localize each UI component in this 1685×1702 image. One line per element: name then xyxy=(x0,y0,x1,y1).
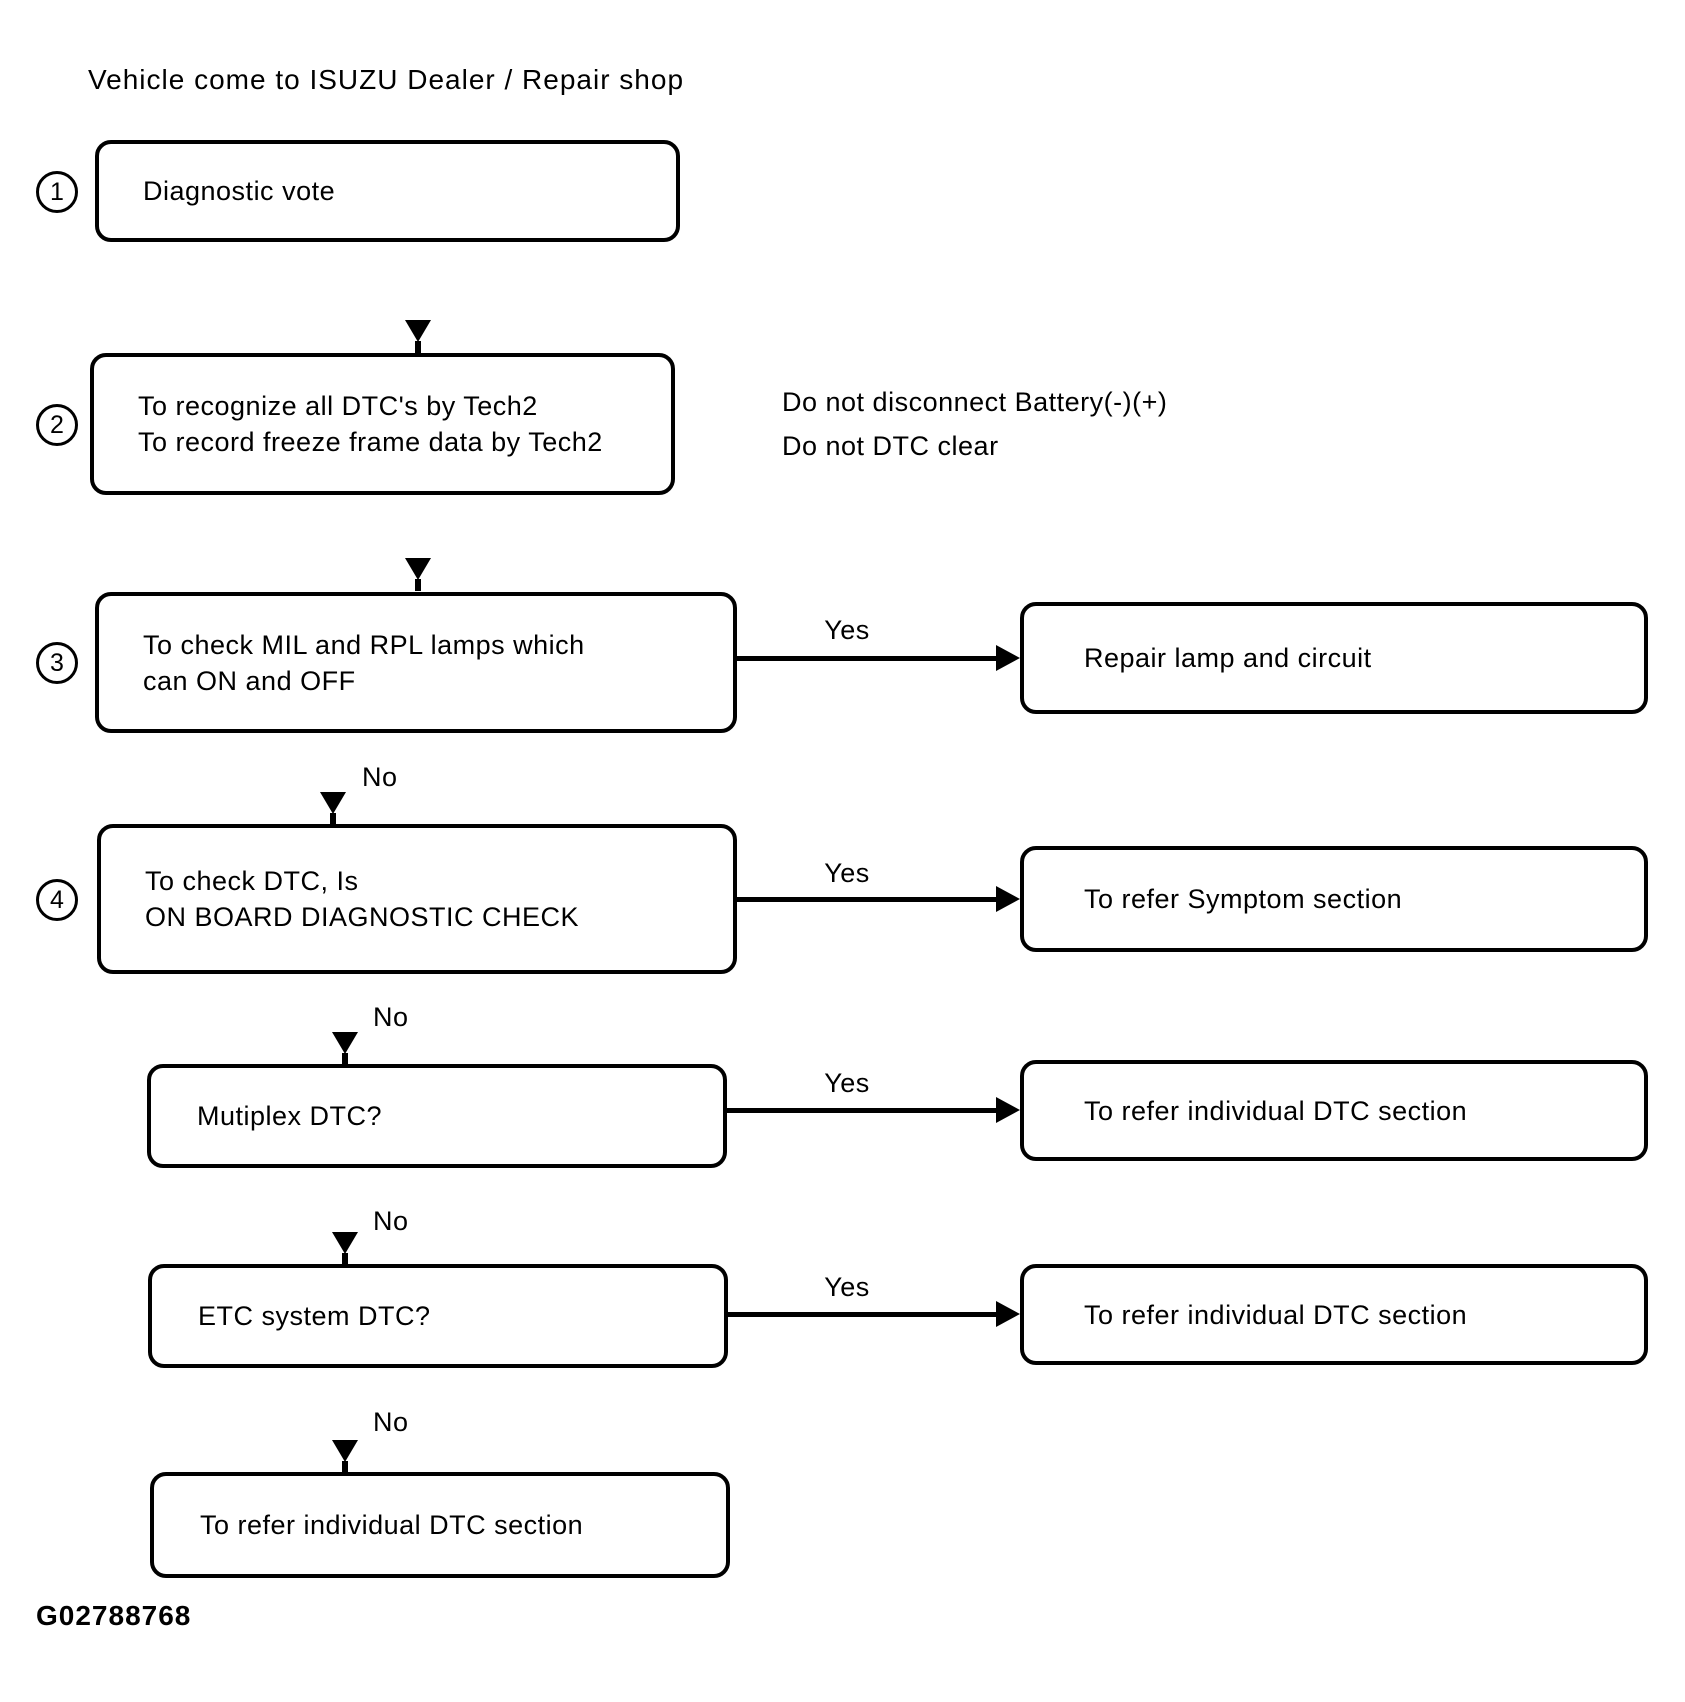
yes-label-4: Yes xyxy=(824,1272,870,1302)
result-box-text: To refer Symptom section xyxy=(1084,884,1403,914)
down-arrow-2 xyxy=(404,558,432,591)
down-arrow-4 xyxy=(331,1032,359,1065)
result-box-repair-lamp: Repair lamp and circuit xyxy=(1020,602,1648,714)
caution-note-line: Do not DTC clear xyxy=(782,431,999,461)
step-number-4: 4 xyxy=(36,879,78,921)
flow-box-refer-individual-dtc: To refer individual DTC section xyxy=(150,1472,730,1578)
yes-arrow-line-3 xyxy=(727,1108,998,1113)
yes-arrow-head-1 xyxy=(996,645,1020,671)
flow-box-recognize-dtc: To recognize all DTC's by Tech2 To recor… xyxy=(90,353,675,495)
step-number-2: 2 xyxy=(36,404,78,446)
down-arrow-3 xyxy=(319,792,347,825)
step-number-3: 3 xyxy=(36,642,78,684)
no-label-4: No xyxy=(373,1407,409,1437)
flow-box-text: ON BOARD DIAGNOSTIC CHECK xyxy=(145,902,580,932)
down-arrow-6 xyxy=(331,1440,359,1473)
flow-box-multiplex-dtc: Mutiplex DTC? xyxy=(147,1064,727,1168)
result-box-individual-dtc-2: To refer individual DTC section xyxy=(1020,1264,1648,1365)
flow-box-diagnostic-vote: Diagnostic vote xyxy=(95,140,680,242)
flow-box-etc-system-dtc: ETC system DTC? xyxy=(148,1264,728,1368)
yes-arrow-line-4 xyxy=(728,1312,998,1317)
step-number-1: 1 xyxy=(36,171,78,213)
result-box-symptom-section: To refer Symptom section xyxy=(1020,846,1648,952)
flow-box-onboard-diagnostic-check: To check DTC, Is ON BOARD DIAGNOSTIC CHE… xyxy=(97,824,737,974)
yes-arrow-line-2 xyxy=(737,897,998,902)
figure-code: G02788768 xyxy=(36,1600,192,1631)
yes-label-1: Yes xyxy=(824,615,870,645)
flow-box-text: Mutiplex DTC? xyxy=(197,1101,383,1131)
down-arrow-5 xyxy=(331,1232,359,1265)
result-box-text: To refer individual DTC section xyxy=(1084,1095,1468,1126)
flow-box-text: Diagnostic vote xyxy=(143,176,336,206)
page-title: Vehicle come to ISUZU Dealer / Repair sh… xyxy=(88,64,685,95)
down-arrow-1 xyxy=(404,320,432,353)
flow-box-text: can ON and OFF xyxy=(143,665,356,696)
result-box-individual-dtc-1: To refer individual DTC section xyxy=(1020,1060,1648,1161)
caution-note: Do not disconnect Battery(-)(+) Do not D… xyxy=(782,380,1167,468)
flow-box-text: To recognize all DTC's by Tech2 xyxy=(138,391,538,421)
yes-arrow-line-1 xyxy=(737,656,998,661)
flow-box-check-lamps: To check MIL and RPL lamps which can ON … xyxy=(95,592,737,733)
yes-arrow-head-3 xyxy=(996,1097,1020,1123)
yes-arrow-head-4 xyxy=(996,1301,1020,1327)
no-label-2: No xyxy=(373,1002,409,1032)
no-label-1: No xyxy=(362,762,398,792)
flow-box-text: To refer individual DTC section xyxy=(200,1510,584,1540)
result-box-text: To refer individual DTC section xyxy=(1084,1299,1468,1330)
yes-label-3: Yes xyxy=(824,1068,870,1098)
no-label-3: No xyxy=(373,1206,409,1236)
flow-box-text: To check DTC, Is xyxy=(145,866,359,896)
caution-note-line: Do not disconnect Battery(-)(+) xyxy=(782,387,1168,417)
flow-box-text: To check MIL and RPL lamps which xyxy=(143,629,585,660)
yes-label-2: Yes xyxy=(824,858,870,888)
flow-box-text: ETC system DTC? xyxy=(198,1301,431,1331)
flow-box-text: To record freeze frame data by Tech2 xyxy=(138,427,603,457)
result-box-text: Repair lamp and circuit xyxy=(1084,643,1372,673)
yes-arrow-head-2 xyxy=(996,886,1020,912)
